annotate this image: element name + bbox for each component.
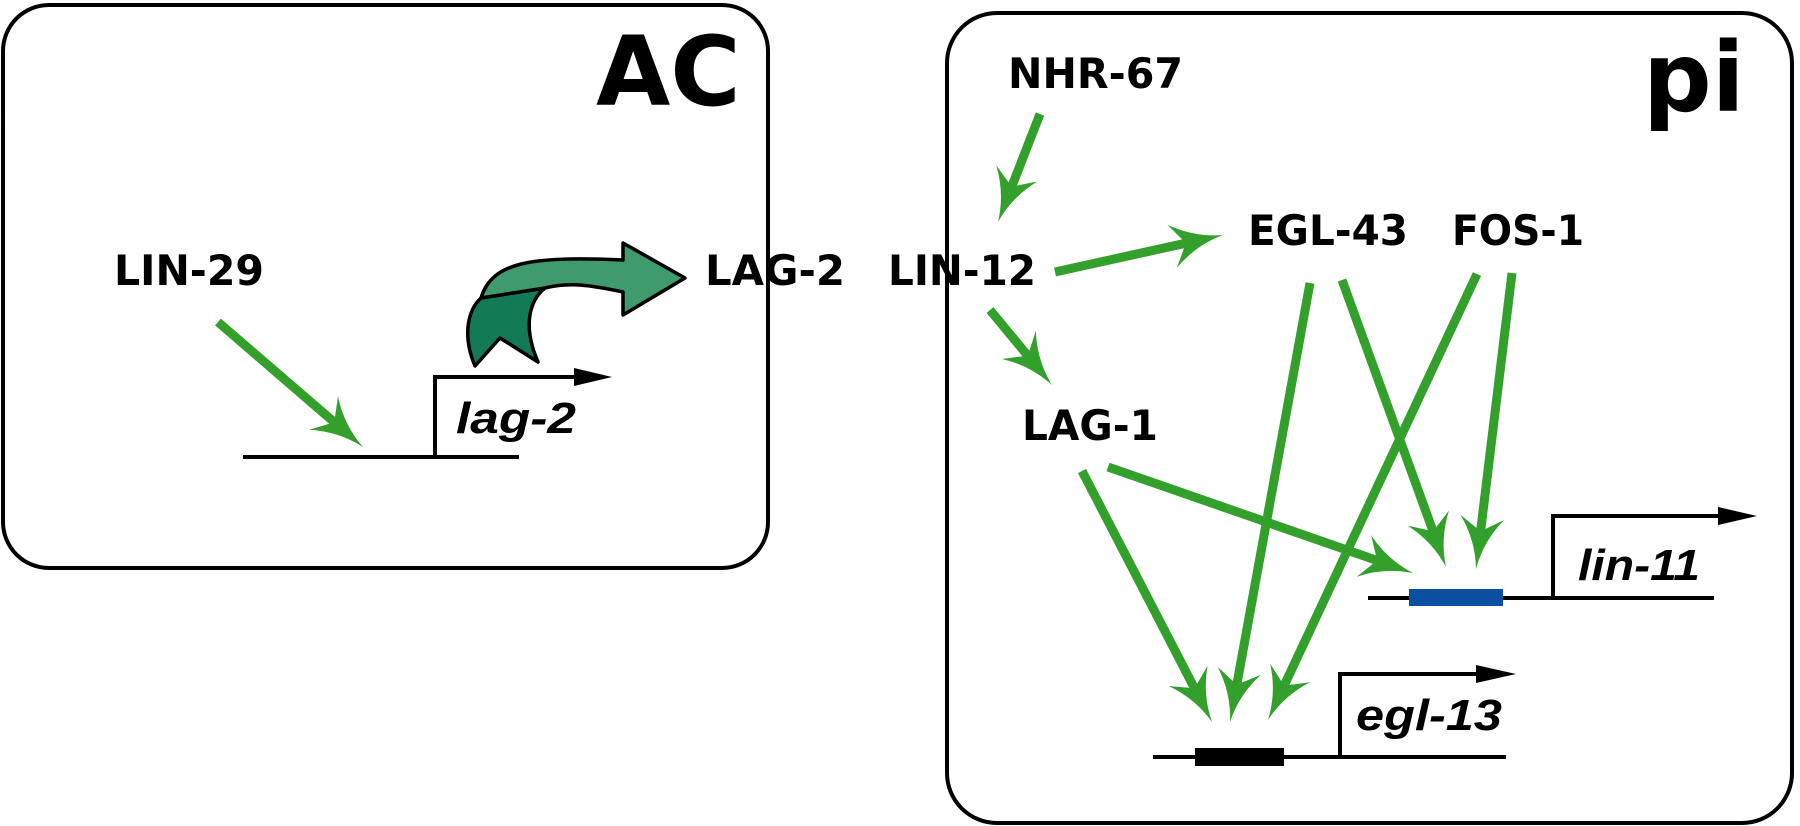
arrowhead-icon (1217, 666, 1261, 722)
activation-edges (215, 112, 1517, 722)
edge-shaft (1232, 282, 1315, 686)
panel-pi-title: pi (1643, 22, 1745, 134)
arrowhead-icon (1460, 514, 1505, 569)
panel-ac: AC (1, 3, 770, 570)
gene-lag-2: lag-2 (243, 368, 612, 459)
node-egl-43: EGL-43 (1248, 206, 1408, 255)
edge-shaft (986, 307, 1032, 359)
arrowhead-icon (996, 165, 1038, 222)
promoter-arrow-head-icon (1476, 665, 1516, 683)
edge-fos1-to-egl13 (1268, 272, 1482, 720)
edge-egl43-to-egl13 (1217, 282, 1315, 722)
arrowhead-icon (309, 396, 363, 447)
edge-shaft (1007, 112, 1045, 189)
edge-lag1-to-lin11 (1106, 462, 1413, 577)
node-nhr-67: NHR-67 (1008, 49, 1183, 98)
curved-arrow-head (479, 241, 687, 317)
promoter-arrow-stem (1338, 672, 1480, 757)
regulatory-element-egl-13 (1195, 748, 1284, 766)
arrowhead-icon (1001, 330, 1052, 385)
curved-expression-arrow-icon (466, 241, 687, 368)
promoter-arrow-stem (433, 375, 580, 457)
edge-lin29-to-lag-2 (215, 318, 363, 447)
node-lag-1: LAG-1 (1022, 401, 1158, 450)
edge-shaft (1078, 468, 1199, 691)
node-lag-2-protein: LAG-2 (705, 246, 845, 295)
arrowhead-icon (1168, 665, 1212, 722)
node-fos-1: FOS-1 (1452, 206, 1584, 255)
node-lin-29: LIN-29 (114, 246, 264, 295)
edge-shaft (215, 318, 338, 426)
node-lin-12: LIN-12 (888, 246, 1036, 295)
edge-lag1-to-egl13 (1078, 468, 1212, 722)
arrowhead-icon (1356, 535, 1413, 577)
arrowhead-icon (1167, 224, 1223, 268)
arrowhead-icon (1407, 510, 1449, 567)
gene-label-lin-11: lin-11 (1578, 541, 1700, 590)
edge-lin12-to-lag1 (986, 307, 1052, 385)
gene-lin-11: lin-11 (1368, 507, 1757, 606)
edge-nhr67-to-lin12 (996, 112, 1045, 222)
edge-shaft (1476, 272, 1517, 532)
edge-egl43-to-lin11 (1337, 278, 1449, 567)
gene-label-egl-13: egl-13 (1356, 691, 1502, 740)
panel-ac-title: AC (596, 16, 741, 128)
edge-shaft (1106, 462, 1379, 565)
arrowhead-icon (1268, 663, 1310, 720)
gene-label-lag-2: lag-2 (456, 394, 577, 443)
edge-fos1-to-lin11 (1460, 272, 1517, 569)
gene-egl-13: egl-13 (1153, 665, 1516, 766)
edge-shaft (1280, 272, 1482, 688)
promoter-arrow-head-icon (1718, 507, 1757, 525)
regulatory-element-lin-11 (1409, 589, 1503, 606)
panel-ac-border (1, 3, 770, 570)
edge-lin12-to-egl43 (1054, 224, 1223, 277)
edge-shaft (1337, 278, 1438, 533)
promoter-arrow-stem (1551, 514, 1722, 598)
promoter-arrow-head-icon (574, 368, 612, 386)
edge-shaft (1054, 238, 1187, 277)
